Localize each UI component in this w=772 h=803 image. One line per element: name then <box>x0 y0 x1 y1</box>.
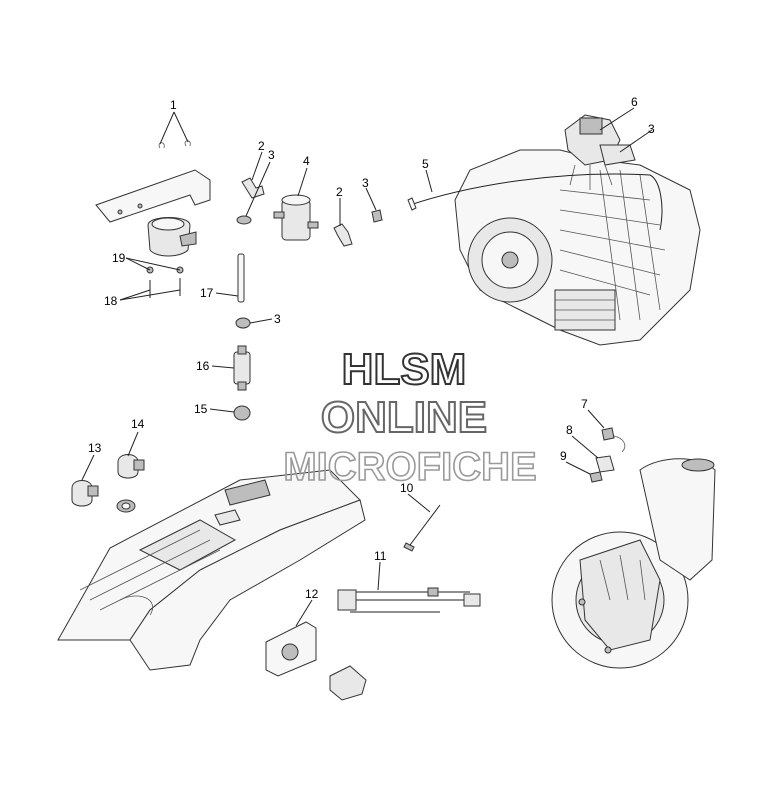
bracket-assembly <box>95 140 211 257</box>
callout-12: 12 <box>305 587 319 601</box>
callout-16: 16 <box>196 359 210 373</box>
leader-lines <box>81 107 653 627</box>
callout-3-b: 3 <box>362 176 369 190</box>
callout-15: 15 <box>194 402 208 416</box>
callout-8: 8 <box>566 423 573 437</box>
callout-14: 14 <box>131 417 145 431</box>
callout-3-d: 3 <box>274 312 281 326</box>
engine-assembly <box>407 114 701 346</box>
callout-9: 9 <box>560 449 567 463</box>
callout-7: 7 <box>581 397 588 411</box>
callout-19: 19 <box>112 251 126 265</box>
frame-assembly <box>57 469 366 671</box>
callout-17: 17 <box>200 286 214 300</box>
callout-numbers: 1 2 3 4 2 3 6 3 5 19 18 17 3 16 15 14 13… <box>88 95 655 601</box>
watermark-hlsm: HLSM <box>342 345 467 394</box>
callout-3-a: 3 <box>268 148 275 162</box>
callout-18: 18 <box>104 294 118 308</box>
harness-parts <box>265 504 481 701</box>
callout-10: 10 <box>400 481 414 495</box>
brake-spindle <box>551 427 716 669</box>
watermark: HLSM ONLINE MICROFICHE <box>283 344 538 490</box>
watermark-online: ONLINE <box>321 393 487 442</box>
watermark-microfiche: MICROFICHE <box>283 445 536 489</box>
callout-1: 1 <box>170 98 177 112</box>
callout-5: 5 <box>422 157 429 171</box>
small-parts <box>146 177 383 421</box>
mounts-13-14 <box>71 454 145 513</box>
callout-11: 11 <box>374 549 387 563</box>
callout-13: 13 <box>88 441 102 455</box>
callout-2-top: 2 <box>258 139 265 153</box>
callout-3-c: 3 <box>648 122 655 136</box>
callout-4: 4 <box>303 154 310 168</box>
callout-6: 6 <box>631 95 638 109</box>
callout-2-mid: 2 <box>336 185 343 199</box>
